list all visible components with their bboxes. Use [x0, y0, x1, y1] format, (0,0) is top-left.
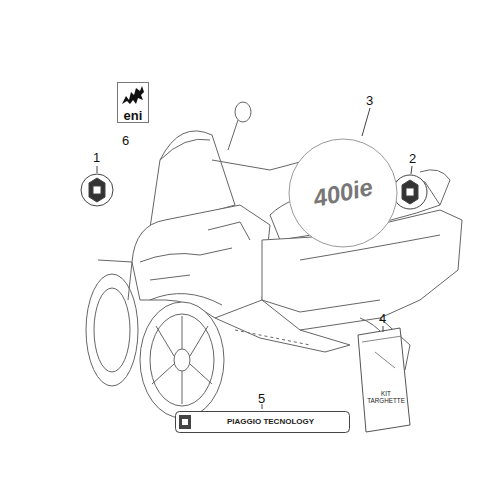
decal-text: eni — [124, 109, 143, 123]
callout-number: 4 — [379, 312, 386, 325]
model-decal: 400ie — [288, 138, 398, 248]
decal-text: PIAGGIO TECNOLOGY — [227, 418, 314, 426]
callout-number: 2 — [409, 152, 416, 165]
callout-number: 6 — [122, 134, 129, 147]
logo-decal: eni — [117, 82, 149, 123]
badge-decal: PIAGGIO TECNOLOGY — [175, 411, 350, 433]
callout-number: 3 — [366, 94, 373, 107]
decal-text: KIT TARGHETTE — [367, 391, 405, 404]
callout-number: 5 — [258, 392, 265, 405]
decal-kit: KIT TARGHETTE — [368, 380, 404, 416]
callout-number: 1 — [93, 151, 100, 164]
